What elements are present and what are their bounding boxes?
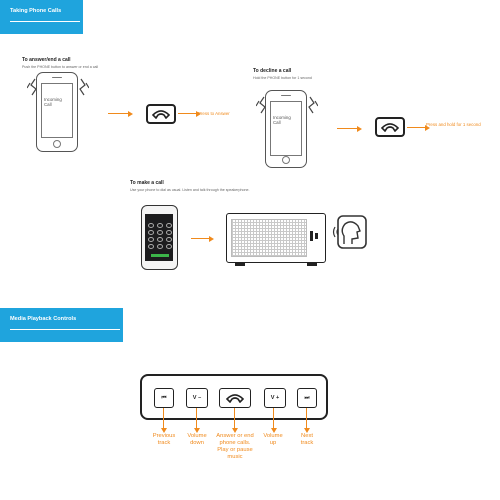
home-button	[53, 140, 61, 148]
arrow-down	[270, 408, 278, 433]
speaker-foot	[307, 263, 317, 266]
arrow-down	[160, 408, 168, 433]
phone-handset-icon	[226, 394, 244, 403]
next-track-button: ⏭	[297, 388, 317, 408]
volume-down-button: V –	[186, 388, 208, 408]
phone-screen: Incoming Call	[41, 83, 73, 138]
speaker-icon	[226, 213, 326, 266]
arrow-right	[191, 234, 214, 243]
talking-head-icon	[332, 215, 367, 249]
arrow-to-note	[178, 109, 201, 118]
volume-down-label: V –	[192, 395, 202, 401]
incoming-call-text: Incoming Call	[273, 115, 291, 125]
media-control-strip: ⏮ V – V + ⏭	[140, 374, 328, 420]
arrow-right	[337, 124, 362, 133]
answer-note: Press to Answer	[198, 111, 230, 116]
arrow-down	[193, 408, 201, 433]
volume-up-label: V +	[270, 395, 280, 401]
speaker-foot	[235, 263, 245, 266]
phone-speaker	[281, 95, 291, 97]
volume-up-text: Volume up	[263, 433, 283, 446]
previous-track-icon: ⏮	[161, 394, 167, 401]
phone-screen: Incoming Call	[270, 101, 302, 156]
make-heading: To make a call	[130, 180, 164, 186]
section-banner-calls: Taking Phone Calls	[0, 0, 83, 34]
call-bar	[151, 254, 169, 257]
answer-subtext: Push the PHONE button to answer or end a…	[22, 65, 99, 69]
phone-speaker	[52, 77, 62, 79]
next-track-icon: ⏭	[304, 394, 310, 401]
smartphone-icon: Incoming Call	[265, 90, 307, 168]
volume-down-text: Volume down	[187, 433, 207, 446]
home-button	[282, 156, 290, 164]
section-title: Media Playback Controls	[10, 316, 77, 322]
smartphone-icon: Incoming Call	[36, 72, 78, 152]
phone-button-label: Answer or end phone calls. Play or pause…	[216, 433, 254, 460]
arrow-to-note	[407, 123, 430, 132]
decline-heading: To decline a call	[253, 68, 292, 74]
volume-up-button: V +	[264, 388, 286, 408]
arrow-right	[108, 109, 133, 118]
next-track-label: Next track	[300, 433, 314, 446]
vibration-icon	[27, 78, 89, 96]
arrow-down	[231, 408, 239, 433]
decline-subtext: Hold the PHONE button for 1 second	[253, 76, 312, 80]
previous-track-button: ⏮	[154, 388, 174, 408]
phone-handset-icon	[152, 110, 170, 119]
section-banner-media: Media Playback Controls	[0, 308, 123, 342]
phone-button	[146, 104, 176, 124]
keypad	[148, 223, 173, 249]
phone-handset-icon	[381, 123, 399, 132]
incoming-call-text: Incoming Call	[44, 97, 62, 107]
make-subtext: Use your phone to dial as usual. Listen …	[130, 188, 250, 192]
banner-divider	[10, 21, 80, 22]
decline-note: Press and hold for 1 second	[426, 122, 481, 127]
arrow-down	[303, 408, 311, 433]
vibration-icon	[256, 96, 318, 114]
speaker-control-panel	[310, 231, 318, 241]
smartphone-dialer-icon	[141, 205, 178, 270]
phone-button	[219, 388, 251, 408]
previous-track-label: Previous track	[152, 433, 176, 446]
banner-divider	[10, 329, 120, 330]
phone-button	[375, 117, 405, 137]
speaker-grille	[231, 219, 307, 257]
section-title: Taking Phone Calls	[10, 8, 62, 14]
answer-heading: To answer/end a call	[22, 57, 71, 63]
